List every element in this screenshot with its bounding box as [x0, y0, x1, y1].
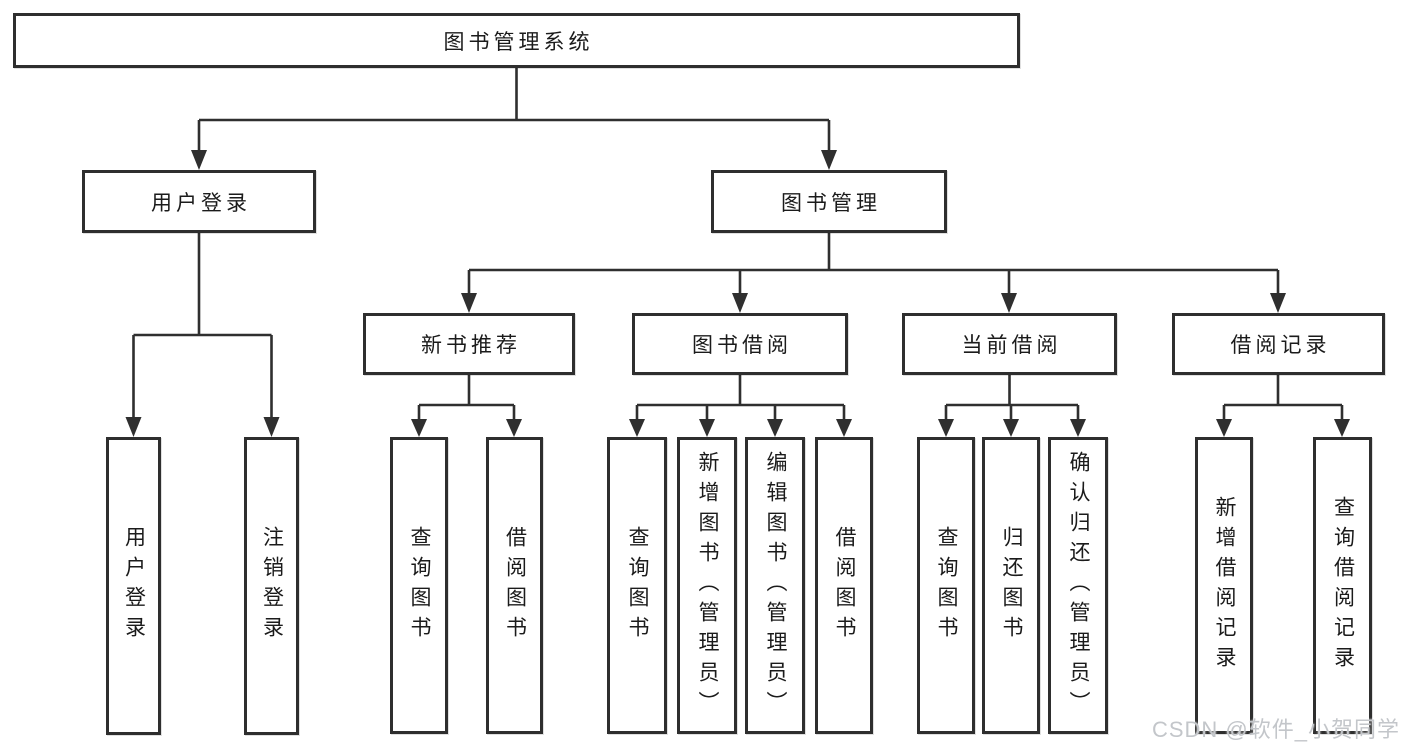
- wire-user-login-children: [125, 233, 280, 437]
- node-book-borrow-label: 图书借阅: [692, 334, 792, 357]
- leaf-current-query-books: 查询图书: [917, 437, 975, 734]
- node-borrow-records-label: 借阅记录: [1230, 334, 1331, 357]
- node-book-management: 图书管理: [711, 170, 947, 233]
- leaf-borrow-borrow-books: 借阅图书: [815, 437, 873, 734]
- leaf-current-return-books: 归还图书: [982, 437, 1040, 734]
- node-book-borrow: 图书借阅: [632, 313, 848, 375]
- wire-book-borrow-children: [629, 375, 852, 437]
- leaf-logout: 注销登录: [244, 437, 299, 735]
- wire-borrow-records-children: [1216, 375, 1350, 437]
- node-new-book-recommend: 新书推荐: [363, 313, 575, 375]
- leaf-recommend-borrow-books: 借阅图书: [486, 437, 543, 734]
- node-current-borrow-label: 当前借阅: [961, 334, 1062, 357]
- leaf-borrow-borrow-books-label: 借阅图书: [833, 525, 857, 646]
- node-root: 图书管理系统: [13, 13, 1020, 68]
- leaf-current-query-books-label: 查询图书: [935, 525, 959, 646]
- leaf-records-add-record-label: 新增借阅记录: [1213, 495, 1237, 676]
- leaf-user-login-label: 用户登录: [122, 526, 146, 646]
- node-user-login-label: 用户登录: [151, 191, 251, 215]
- node-root-label: 图书管理系统: [443, 30, 594, 54]
- leaf-borrow-edit-books-admin: 编辑图书（管理员）: [745, 437, 805, 734]
- wire-root-to-level2: [191, 68, 837, 170]
- leaf-current-confirm-return-admin: 确认归还（管理员）: [1048, 437, 1108, 734]
- leaf-records-add-record: 新增借阅记录: [1195, 437, 1253, 734]
- leaf-user-login: 用户登录: [106, 437, 161, 735]
- leaf-recommend-query-books-label: 查询图书: [408, 525, 432, 646]
- leaf-borrow-add-books-admin: 新增图书（管理员）: [677, 437, 737, 734]
- node-user-login: 用户登录: [82, 170, 316, 233]
- leaf-logout-label: 注销登录: [260, 526, 284, 646]
- node-borrow-records: 借阅记录: [1172, 313, 1385, 375]
- leaf-current-confirm-return-admin-label: 确认归还（管理员）: [1067, 450, 1091, 721]
- node-book-management-label: 图书管理: [781, 191, 881, 215]
- leaf-recommend-query-books: 查询图书: [390, 437, 448, 734]
- leaf-recommend-borrow-books-label: 借阅图书: [503, 525, 527, 646]
- leaf-borrow-query-books: 查询图书: [607, 437, 667, 734]
- wire-book-management-sections: [461, 233, 1286, 313]
- node-current-borrow: 当前借阅: [902, 313, 1117, 375]
- node-new-book-recommend-label: 新书推荐: [421, 334, 521, 357]
- leaf-borrow-query-books-label: 查询图书: [626, 525, 650, 646]
- watermark: CSDN @软件_小贺同学: [1151, 717, 1400, 742]
- wire-new-book-recommend-children: [411, 375, 522, 437]
- leaf-records-query-record: 查询借阅记录: [1313, 437, 1372, 734]
- leaf-records-query-record-label: 查询借阅记录: [1331, 495, 1355, 676]
- wire-current-borrow-children: [938, 375, 1086, 437]
- leaf-borrow-edit-books-admin-label: 编辑图书（管理员）: [764, 450, 788, 721]
- leaf-borrow-add-books-admin-label: 新增图书（管理员）: [696, 450, 720, 721]
- leaf-current-return-books-label: 归还图书: [1000, 525, 1024, 646]
